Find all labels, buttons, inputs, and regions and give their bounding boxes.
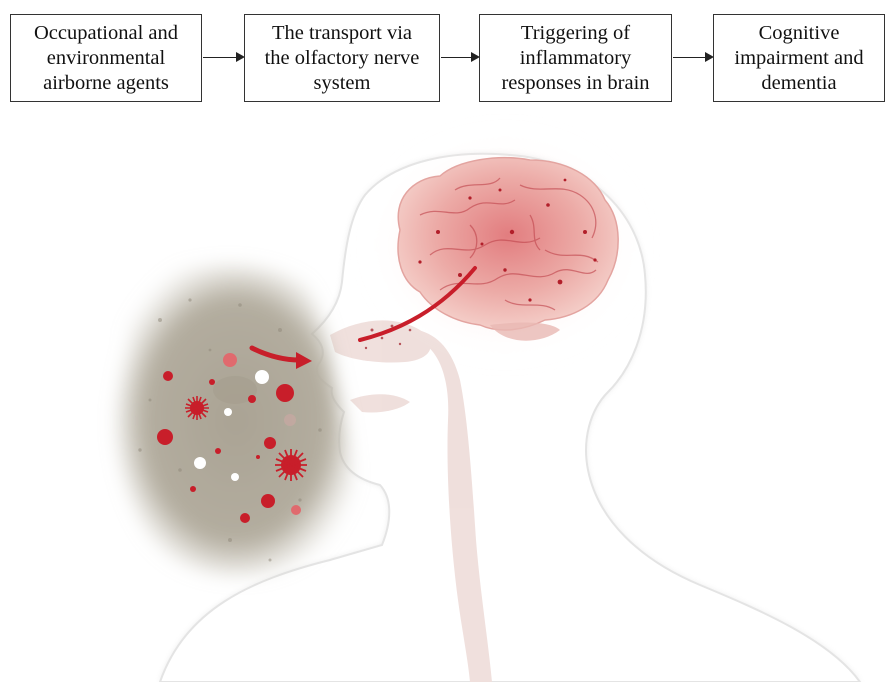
smoke-cloud-icon xyxy=(117,265,355,575)
